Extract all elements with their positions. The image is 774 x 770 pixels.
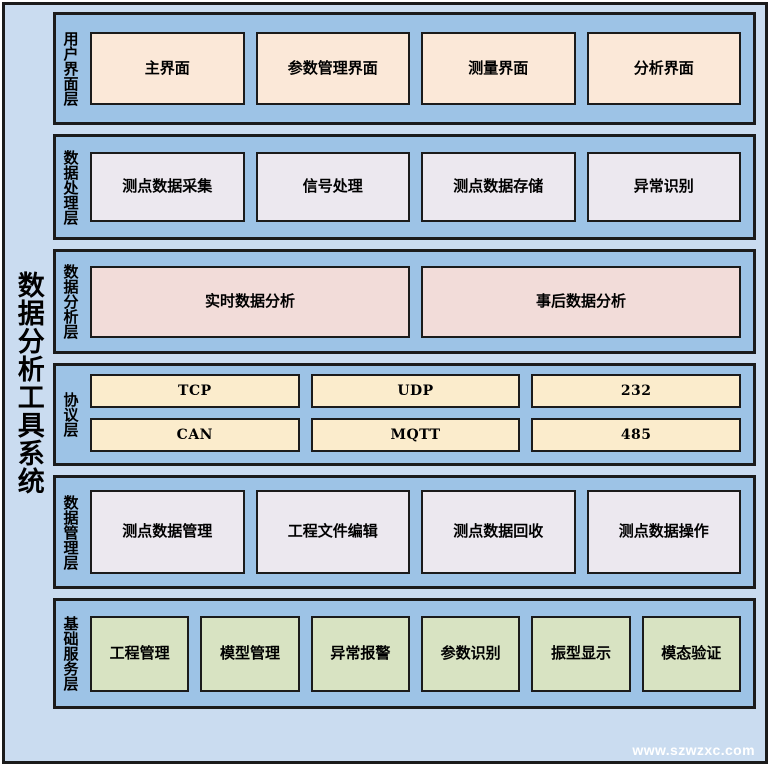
system-frame: 数据分析工具系统 用户界面层 主界面 参数管理界面 测量界面 分析界面 数据处理… [2,2,768,764]
layer-label-user-interface: 用户界面层 [61,31,80,106]
node-project-file-editing[interactable]: 工程文件编辑 [255,490,410,574]
node-parameter-identification[interactable]: 参数识别 [420,615,521,692]
node-main-interface[interactable]: 主界面 [90,32,245,105]
layer-body-user-interface: 主界面 参数管理界面 测量界面 分析界面 [84,15,753,122]
protocol-row-bottom: CAN MQTT 485 [90,418,742,455]
layer-band-data-processing: 数据处理层 测点数据采集 信号处理 测点数据存储 异常识别 [53,134,756,240]
node-protocol-can[interactable]: CAN [90,418,300,452]
layer-label-protocol: 协议层 [61,392,80,437]
layer-band-basic-services: 基础服务层 工程管理 模型管理 异常报警 参数识别 振型显示 模态验证 [53,598,756,709]
node-protocol-mqtt[interactable]: MQTT [310,418,521,452]
node-measurement-point-data-management[interactable]: 测点数据管理 [90,490,245,574]
layer-label-data-management: 数据管理层 [61,494,80,570]
node-realtime-data-analysis[interactable]: 实时数据分析 [90,265,410,338]
node-model-management[interactable]: 模型管理 [200,615,300,692]
protocol-row-top: TCP UDP 232 [90,374,742,411]
node-post-event-data-analysis[interactable]: 事后数据分析 [421,265,741,338]
layer-body-basic-services: 工程管理 模型管理 异常报警 参数识别 振型显示 模态验证 [84,601,753,706]
node-measurement-point-data-recovery[interactable]: 测点数据回收 [421,490,576,574]
layer-body-data-analysis: 实时数据分析 事后数据分析 [84,252,753,351]
layer-band-protocol: 协议层 TCP UDP 232 CAN MQTT 485 [53,363,756,466]
node-measurement-point-data-storage[interactable]: 测点数据存储 [421,152,576,222]
node-measurement-interface[interactable]: 测量界面 [421,32,576,105]
node-protocol-232[interactable]: 232 [531,374,742,408]
layer-body-data-processing: 测点数据采集 信号处理 测点数据存储 异常识别 [84,137,753,237]
node-measurement-point-data-acquisition[interactable]: 测点数据采集 [90,152,245,222]
node-signal-processing[interactable]: 信号处理 [255,152,410,222]
layer-label-data-processing: 数据处理层 [61,149,80,225]
node-analysis-interface[interactable]: 分析界面 [586,32,741,105]
node-protocol-485[interactable]: 485 [531,418,742,452]
node-modal-verification[interactable]: 模态验证 [641,615,741,692]
system-title-vertical: 数据分析工具系统 [12,271,44,495]
node-anomaly-alarm[interactable]: 异常报警 [310,615,410,692]
node-mode-shape-display[interactable]: 振型显示 [531,615,631,692]
layer-body-protocol: TCP UDP 232 CAN MQTT 485 [84,366,753,463]
layer-label-data-analysis: 数据分析层 [61,264,80,339]
node-project-management[interactable]: 工程管理 [90,615,190,692]
node-protocol-udp[interactable]: UDP [310,374,521,408]
layer-label-basic-services: 基础服务层 [61,616,80,691]
node-anomaly-identification[interactable]: 异常识别 [586,152,741,222]
node-protocol-tcp[interactable]: TCP [90,374,300,408]
layer-band-data-management: 数据管理层 测点数据管理 工程文件编辑 测点数据回收 测点数据操作 [53,475,756,589]
node-measurement-point-data-operation[interactable]: 测点数据操作 [586,490,741,574]
layer-band-data-analysis: 数据分析层 实时数据分析 事后数据分析 [53,249,756,354]
layer-band-user-interface: 用户界面层 主界面 参数管理界面 测量界面 分析界面 [53,12,756,125]
node-parameter-management-interface[interactable]: 参数管理界面 [255,32,410,105]
layer-stack: 用户界面层 主界面 参数管理界面 测量界面 分析界面 数据处理层 测点数据采集 … [51,5,765,761]
layer-body-data-management: 测点数据管理 工程文件编辑 测点数据回收 测点数据操作 [84,478,753,586]
